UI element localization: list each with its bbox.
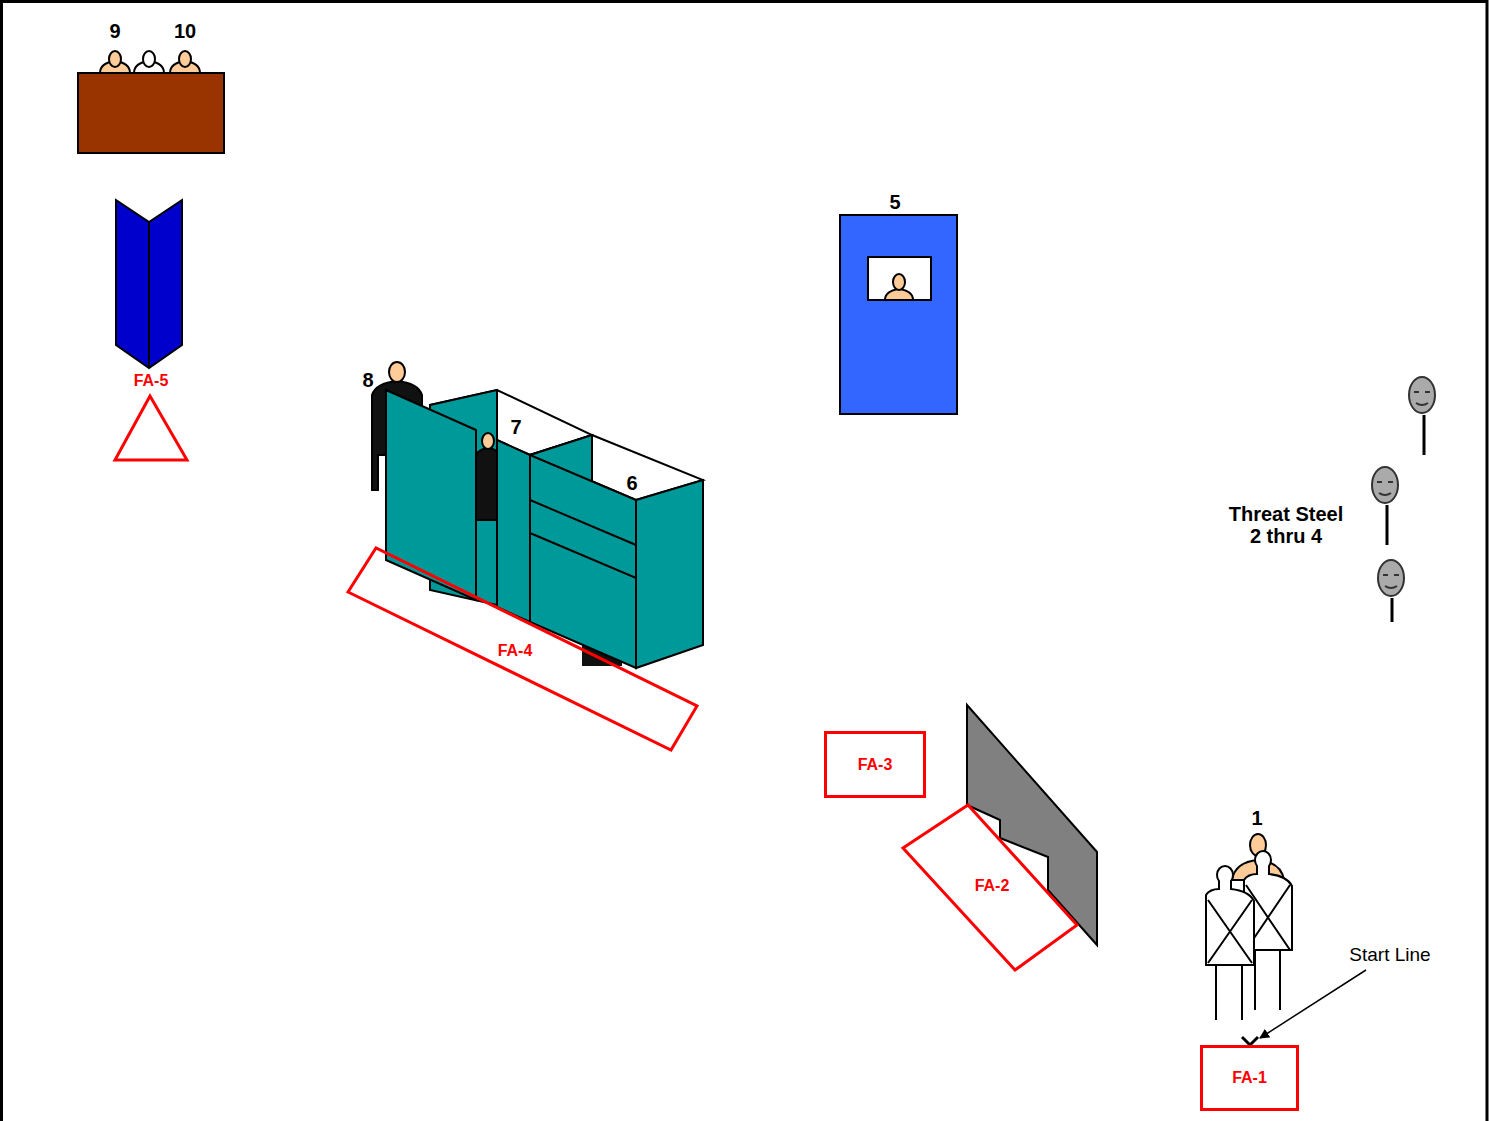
callout-number: 6 (626, 472, 637, 494)
area-label: FA-3 (858, 756, 893, 774)
head (893, 274, 905, 290)
steel-face (1377, 482, 1393, 495)
callout-number: 7 (510, 416, 521, 438)
slot-bar (530, 500, 636, 578)
area-outline (903, 805, 1077, 970)
steel-targets (1372, 377, 1435, 622)
fault-area-box: FA-3 (824, 731, 926, 798)
steel-head (1372, 467, 1398, 503)
area-outline (1202, 1047, 1298, 1110)
slotted-wall (530, 455, 636, 668)
head (389, 362, 405, 382)
fault-area-box: FA-2 (900, 802, 1080, 974)
steel-face (1383, 575, 1399, 588)
area-label: FA-2 (975, 877, 1010, 895)
no-shoot-target (1206, 866, 1254, 965)
area-label: FA-1 (1232, 1069, 1267, 1087)
target-post (1279, 950, 1281, 1010)
callout-number: 1 (1251, 807, 1262, 829)
target-label: Threat Steel 2 thru 4 (1224, 503, 1348, 547)
front-wall (386, 390, 476, 600)
head (143, 51, 155, 67)
table (78, 73, 224, 153)
callout-number: 8 (362, 369, 373, 391)
no-shoot-x (1208, 900, 1252, 963)
steel-post (1423, 415, 1426, 455)
callout-number: 5 (889, 191, 900, 213)
area-label: FA-5 (134, 372, 169, 390)
front-wall (497, 440, 530, 622)
steel-post (1386, 505, 1389, 545)
steel-head (1409, 377, 1435, 413)
note-label: Start Line (1349, 945, 1430, 966)
barrier-fold (148, 222, 150, 368)
target-post (1241, 960, 1243, 1020)
v-barrier (116, 200, 182, 368)
fault-area-triangle: FA-5 (110, 370, 192, 464)
leader-line (1260, 970, 1366, 1038)
head (179, 51, 191, 67)
end-wall (636, 480, 703, 668)
steel-head (1378, 560, 1404, 596)
callout-number: 9 (109, 20, 120, 42)
steel-post (1391, 598, 1394, 622)
area-label: FA-4 (498, 642, 533, 660)
steel-face (1414, 392, 1430, 405)
wall-structure (372, 362, 703, 668)
area-outline (348, 548, 697, 750)
head (109, 51, 121, 67)
fault-area-box: FA-1 (1200, 1045, 1299, 1111)
window (868, 257, 931, 300)
target-group (1206, 834, 1292, 1020)
area-outline (826, 733, 925, 797)
area-outline (115, 396, 187, 460)
head (482, 433, 494, 449)
fault-area-band: FA-4 (345, 545, 701, 753)
table-group (78, 51, 224, 153)
target-post (1215, 960, 1217, 1020)
callout-number: 10 (174, 20, 196, 42)
window-wall (840, 215, 957, 414)
